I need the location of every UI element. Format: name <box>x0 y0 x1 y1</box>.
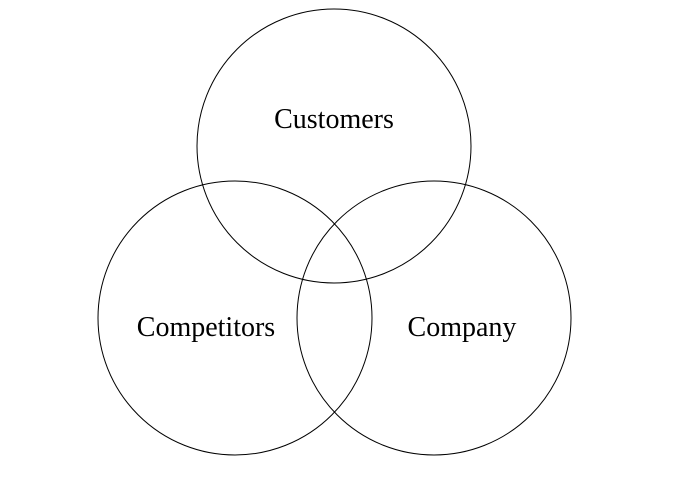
company-label: Company <box>408 312 517 343</box>
competitors-circle <box>97 180 373 456</box>
customers-circle <box>196 8 472 284</box>
customers-label: Customers <box>274 104 394 135</box>
company-circle <box>296 180 572 456</box>
competitors-label: Competitors <box>137 312 275 343</box>
